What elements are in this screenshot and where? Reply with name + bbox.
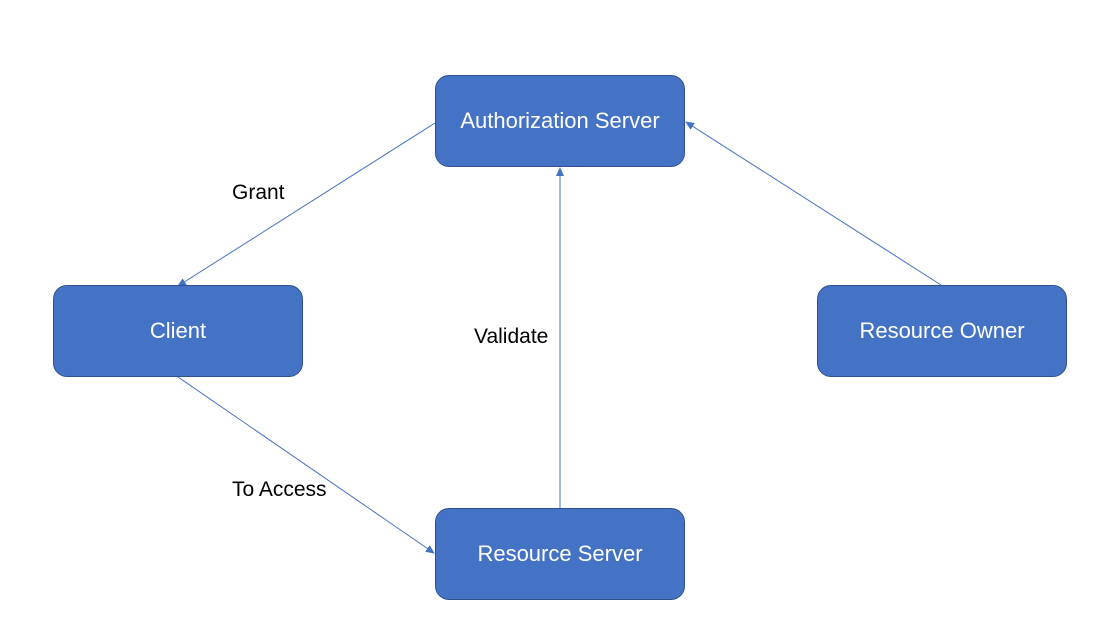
validate-edge-label: Validate — [474, 325, 549, 348]
resource-owner-node[interactable]: Resource Owner — [817, 285, 1067, 377]
edge-owner-to-auth — [685, 121, 942, 286]
resource-server-node[interactable]: Resource Server — [435, 508, 685, 600]
authorization-server-label: Authorization Server — [460, 108, 660, 133]
edge-grant — [177, 122, 436, 287]
grant-edge-label: Grant — [232, 181, 285, 204]
to-access-edge-label: To Access — [232, 478, 327, 501]
resource-owner-label: Resource Owner — [859, 318, 1025, 343]
client-node[interactable]: Client — [53, 285, 303, 377]
authorization-server-node[interactable]: Authorization Server — [435, 75, 685, 167]
client-label: Client — [149, 318, 207, 343]
resource-server-label: Resource Server — [477, 541, 643, 566]
edge-to-access — [177, 376, 435, 554]
